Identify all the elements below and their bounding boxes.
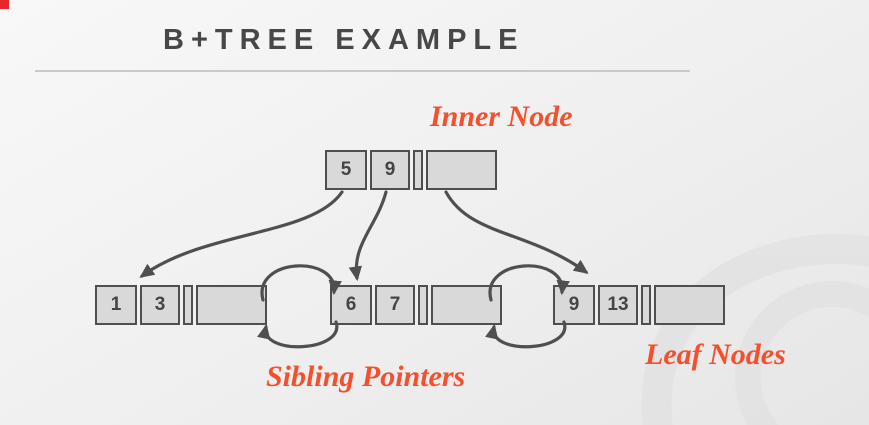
leaf-pointer-cell: [418, 285, 428, 325]
inner-node: 5 9: [325, 150, 497, 190]
leaf-node: 1 3: [95, 285, 267, 325]
inner-to-leaf1-arrow: [139, 190, 344, 278]
inner-key-cell: 9: [370, 150, 410, 190]
leaf-node: 9 13: [553, 285, 725, 325]
inner-to-leaf2-arrow: [348, 190, 388, 282]
inner-node-label: Inner Node: [430, 100, 573, 133]
leaf-key-cell: 7: [375, 285, 415, 325]
inner-to-leaf3-arrow: [444, 190, 589, 274]
inner-pointer-cell: [413, 150, 423, 190]
leaf-key-cell: 9: [553, 285, 595, 325]
leaf-key-cell: 13: [598, 285, 638, 325]
sibling-pointer-left-arrow: [485, 320, 567, 349]
sibling-pointer-left-arrow: [257, 320, 339, 349]
leaf-empty-cell: [431, 285, 502, 325]
leaf-pointer-cell: [641, 285, 651, 325]
leaf-nodes-label: Leaf Nodes: [645, 338, 786, 371]
inner-empty-cell: [426, 150, 497, 190]
leaf-pointer-cell: [183, 285, 193, 325]
title-underline: [35, 70, 690, 72]
sibling-pointers-label: Sibling Pointers: [266, 360, 466, 393]
leaf-node: 6 7: [330, 285, 502, 325]
inner-key-cell: 5: [325, 150, 367, 190]
leaf-empty-cell: [654, 285, 725, 325]
leaf-key-cell: 1: [95, 285, 137, 325]
sibling-pointer-right-arrow: [260, 264, 342, 302]
leaf-key-cell: 3: [140, 285, 180, 325]
leaf-empty-cell: [196, 285, 267, 325]
corner-accent: [0, 0, 9, 9]
leaf-key-cell: 6: [330, 285, 372, 325]
page-title: B+TREE EXAMPLE: [163, 24, 525, 56]
